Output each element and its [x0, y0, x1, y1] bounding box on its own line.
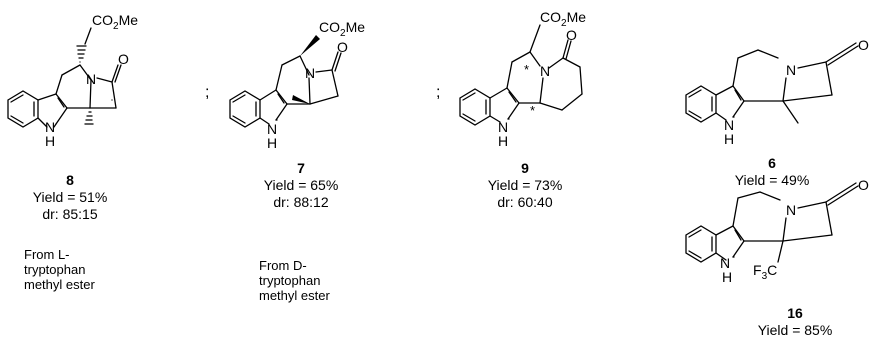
compound-number: 16 — [787, 305, 803, 321]
nh-h-label: H — [45, 133, 55, 149]
compound-8-caption: 8 Yield = 51% dr: 85:15 — [15, 172, 125, 223]
structure-9: CO2Me N O * * N H — [459, 9, 586, 149]
oxygen-label: O — [337, 39, 348, 55]
dr-text: dr: 88:12 — [273, 194, 329, 210]
yield-text: Yield = 49% — [734, 172, 810, 188]
nitrogen-label: N — [540, 63, 550, 79]
nh-h-label: H — [498, 133, 508, 149]
yield-text: Yield = 51% — [32, 189, 108, 205]
nitrogen-label: N — [786, 62, 796, 78]
source-note: From L- tryptophan methyl ester — [24, 247, 95, 292]
nh-h-label: H — [267, 135, 277, 151]
trifluoromethyl-label: F3C — [753, 262, 777, 282]
source-note: From D- tryptophan methyl ester — [259, 258, 330, 303]
compound-number: 7 — [297, 160, 305, 176]
nh-label: N — [720, 255, 730, 271]
oxygen-label: O — [118, 51, 129, 67]
yield-text: Yield = 85% — [757, 322, 833, 338]
compound-number: 9 — [521, 160, 529, 176]
oxygen-label: O — [858, 37, 869, 53]
nh-label: N — [267, 121, 277, 137]
structure-7: CO2Me N O N H — [229, 19, 365, 151]
compound-number: 8 — [66, 172, 74, 188]
stereocenter-mark: * — [530, 103, 535, 118]
yield-text: Yield = 73% — [487, 177, 563, 193]
separator: ; — [436, 84, 441, 101]
compound-6-caption: 6 Yield = 49% — [717, 155, 827, 189]
compound-7-caption: 7 Yield = 65% dr: 88:12 — [246, 160, 356, 211]
dr-text: dr: 60:40 — [497, 194, 553, 210]
ester-label: CO2Me — [540, 9, 586, 29]
dr-text: dr: 85:15 — [42, 206, 98, 222]
nh-label: N — [724, 117, 734, 133]
nitrogen-label: N — [86, 71, 96, 87]
nh-h-label: H — [724, 131, 734, 147]
nh-label: N — [45, 119, 55, 135]
nh-label: N — [498, 119, 508, 135]
structure-8: CO2Me N O N H — [7, 12, 138, 149]
nitrogen-label: N — [786, 202, 796, 218]
compound-9-caption: 9 Yield = 73% dr: 60:40 — [470, 160, 580, 211]
structure-16: N O N H F3C — [685, 177, 869, 285]
oxygen-label: O — [858, 177, 869, 193]
yield-text: Yield = 65% — [263, 177, 339, 193]
compound-number: 6 — [768, 155, 776, 171]
ester-label: CO2Me — [92, 12, 138, 32]
compound-16-caption: 16 Yield = 85% — [740, 305, 850, 339]
oxygen-label: O — [566, 27, 577, 43]
separator: ; — [205, 84, 210, 101]
nh-h-label: H — [722, 269, 732, 285]
ester-label: CO2Me — [319, 19, 365, 39]
structure-6: N O N H — [685, 37, 869, 147]
stereocenter-mark: * — [524, 62, 529, 77]
nitrogen-label: N — [305, 65, 315, 81]
